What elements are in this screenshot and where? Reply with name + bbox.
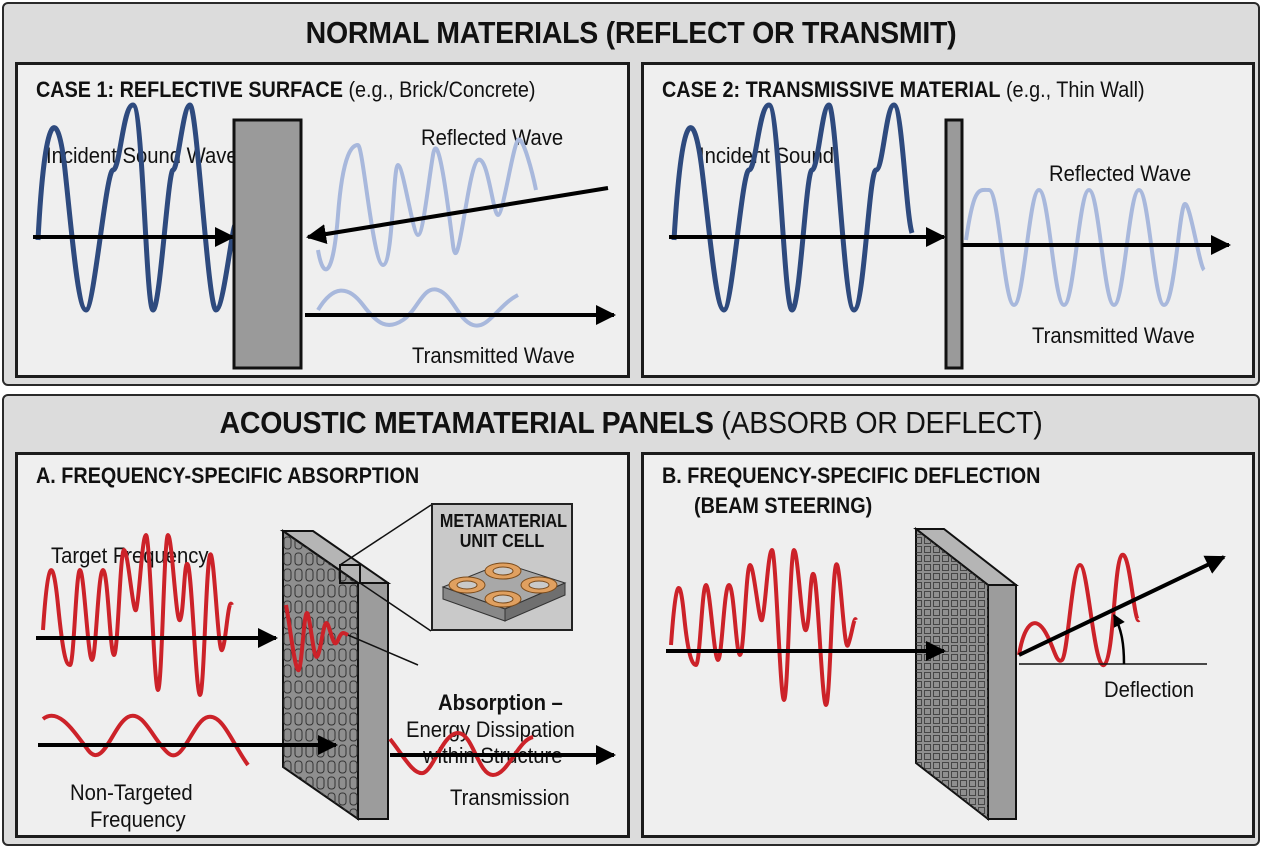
target-frequency-wave [41,532,234,698]
deflection-angle-arc [1112,613,1126,665]
case1-wave-diagram [33,102,616,370]
case2-transmissive-panel: CASE 2: TRANSMISSIVE MATERIAL (e.g., Thi… [641,62,1255,378]
steering-panel-side [987,584,1017,820]
case2-reflected-label: Reflected Wave [1049,161,1192,186]
panel-a-absorption: A. FREQUENCY-SPECIFIC ABSORPTION Target … [15,452,630,838]
transmission-label: Transmission [450,785,570,810]
deflection-label: Deflection [1104,677,1195,702]
case1-title: CASE 1: REFLECTIVE SURFACE (e.g., Brick/… [36,77,536,103]
case2-transmitted-label: Transmitted Wave [1032,323,1195,348]
absorbed-wave [284,604,349,673]
case1-incident-wave [35,102,239,313]
case1-transmitted-wave [316,287,519,328]
metamaterial-title-light: (ABSORB OR DEFLECT) [713,405,1043,440]
deflected-wave [1017,552,1141,668]
panel-a-title: A. FREQUENCY-SPECIFIC ABSORPTION [36,463,420,488]
case1-reflected-wave [316,137,538,272]
unit-cell-title-line2: UNIT CELL [459,531,545,551]
panel-b-diagram [666,526,1226,822]
metamaterial-title-bold: ACOUSTIC METAMATERIAL PANELS [219,405,714,440]
case2-transmitted-wave [964,187,1206,308]
non-targeted-label-line2: Frequency [90,807,186,832]
case2-title-bold: CASE 2: TRANSMISSIVE MATERIAL [662,77,1001,102]
acoustic-metamaterial-section: ACOUSTIC METAMATERIAL PANELS (ABSORB OR … [2,394,1260,846]
panel-b-title-line2: (BEAM STEERING) [694,493,873,518]
case2-incident-label: Incident Sound [699,143,835,168]
case1-transmitted-label: Transmitted Wave [412,343,575,368]
case1-reflective-panel: CASE 1: REFLECTIVE SURFACE (e.g., Brick/… [15,62,630,378]
non-targeted-label-line1: Non-Targeted [70,780,193,805]
panel-a-diagram [36,504,616,821]
metamaterial-panel-side [357,582,389,820]
non-targeted-wave [41,713,250,767]
case1-title-bold: CASE 1: REFLECTIVE SURFACE [36,77,343,102]
section-title-metamaterial: ACOUSTIC METAMATERIAL PANELS (ABSORB OR … [54,405,1208,441]
case1-reflected-label: Reflected Wave [421,125,564,150]
case1-title-example: (e.g., Brick/Concrete) [342,77,536,102]
case2-incident-wave [671,102,915,313]
section-title-normal-materials: NORMAL MATERIALS (REFLECT OR TRANSMIT) [305,15,957,50]
unit-cell-graphic [441,562,567,622]
case1-brick-wall [232,118,303,370]
unit-cell-title-line1: METAMATERIAL [439,511,568,531]
unit-cell-inset: METAMATERIAL UNIT CELL [431,503,573,631]
panel-b-title-line1: B. FREQUENCY-SPECIFIC DEFLECTION [662,463,1041,488]
panel-b-deflection: B. FREQUENCY-SPECIFIC DEFLECTION (BEAM S… [641,452,1255,838]
transmission-wave [388,730,534,778]
absorption-label-bold: Absorption – [438,690,563,715]
case2-title: CASE 2: TRANSMISSIVE MATERIAL (e.g., Thi… [662,77,1145,103]
case2-thin-wall [944,118,964,370]
absorption-label-line2: Energy Dissipation [406,717,575,742]
steering-incident-wave [669,547,858,708]
case2-title-example: (e.g., Thin Wall) [1000,77,1145,102]
case2-wave-diagram [669,102,1231,370]
normal-materials-section: NORMAL MATERIALS (REFLECT OR TRANSMIT) C… [2,2,1260,386]
unit-cell-title: METAMATERIAL UNIT CELL [439,511,568,551]
